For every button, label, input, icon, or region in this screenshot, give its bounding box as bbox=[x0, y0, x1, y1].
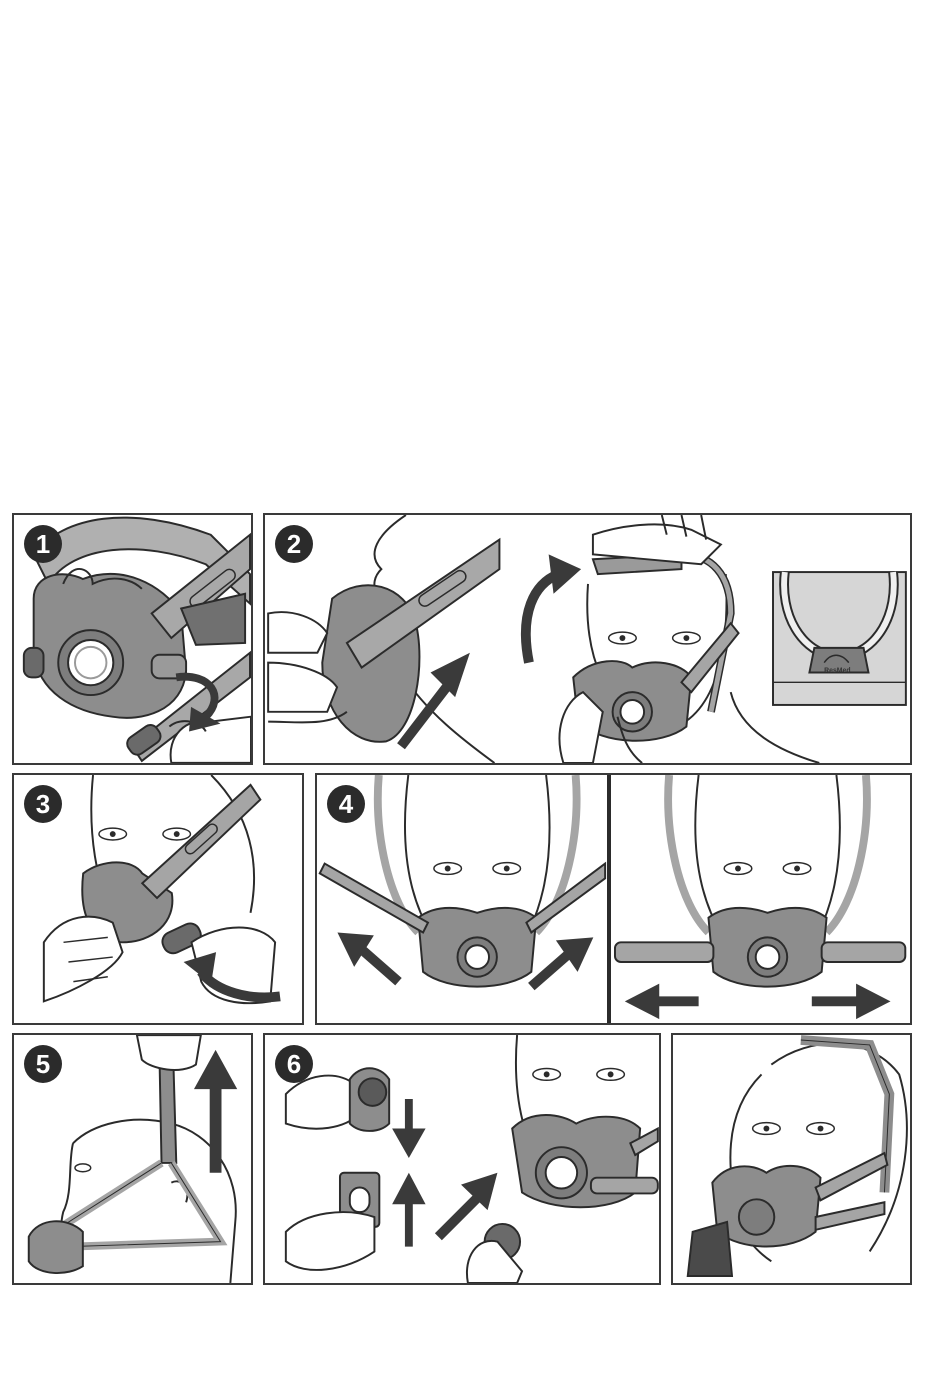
step-number-badge: 4 bbox=[327, 785, 365, 823]
step-number-badge: 1 bbox=[24, 525, 62, 563]
illustration-adjust-straps bbox=[317, 775, 910, 1023]
panel-step-4: 4 bbox=[315, 773, 912, 1025]
panel-step-3: 3 bbox=[12, 773, 304, 1025]
panel-step-2: 2 bbox=[263, 513, 912, 765]
step-number-badge: 6 bbox=[275, 1045, 313, 1083]
panel-final-fit bbox=[671, 1033, 912, 1285]
step-number-badge: 3 bbox=[24, 785, 62, 823]
panel-step-5: 5 bbox=[12, 1033, 253, 1285]
resmed-logo-text: ResMed bbox=[824, 667, 850, 674]
panel-step-1: 1 bbox=[12, 513, 253, 765]
illustration-fitted-mask bbox=[673, 1035, 910, 1283]
step-number-badge: 5 bbox=[24, 1045, 62, 1083]
step-number-badge: 2 bbox=[275, 525, 313, 563]
illustration-connect-tubing bbox=[265, 1035, 659, 1283]
illustration-position-mask: ResMed bbox=[265, 515, 910, 763]
panel-step-6: 6 bbox=[263, 1033, 661, 1285]
